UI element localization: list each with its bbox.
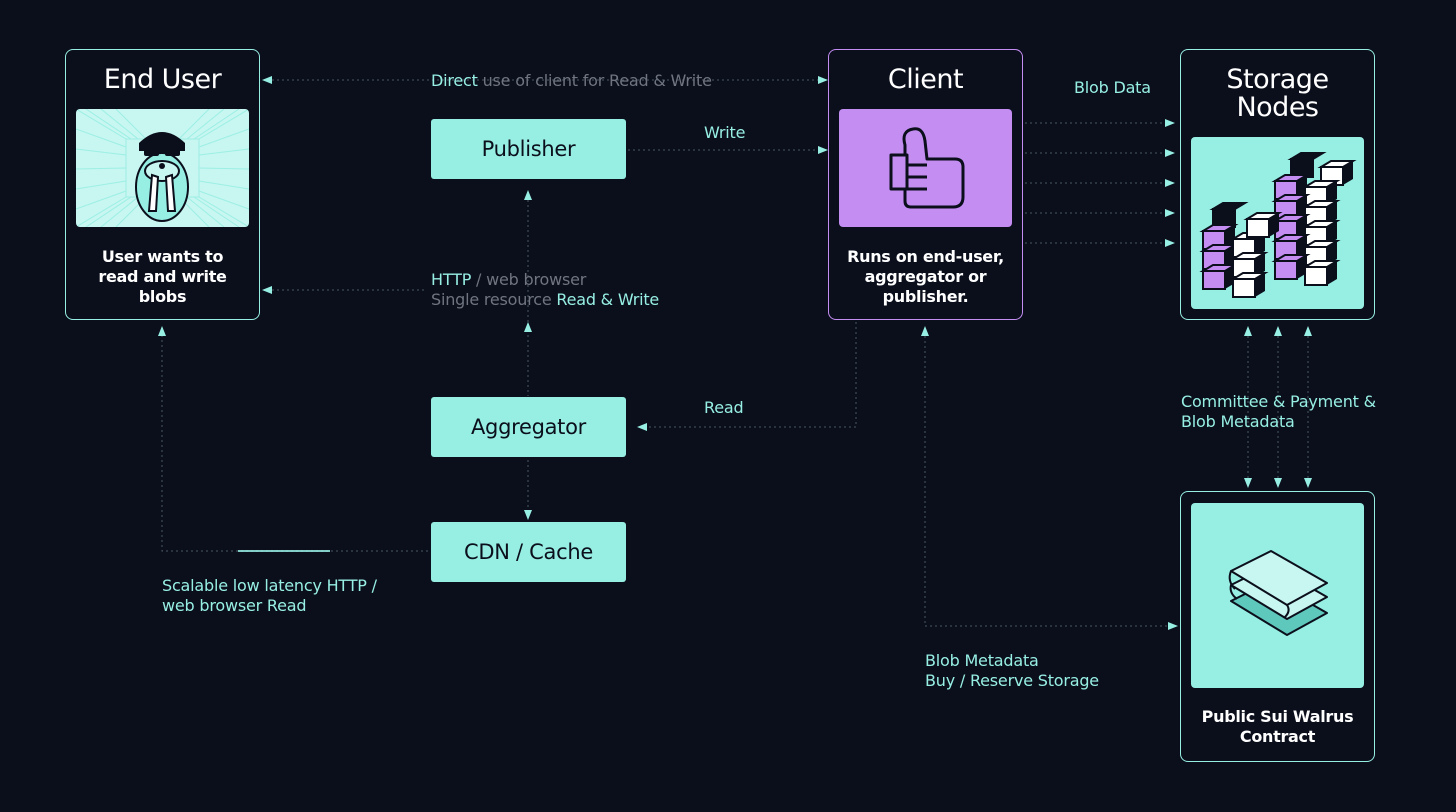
direct-use-label: Direct use of client for Read & Write [431, 71, 712, 91]
scalable-label-line1: Scalable low latency HTTP / [162, 576, 377, 595]
storage-nodes-panel: Storage Nodes [1180, 49, 1375, 320]
http-label: HTTP / web browser [431, 270, 586, 290]
walrus-avatar-icon [76, 109, 249, 227]
end-user-panel: End User User wants to read and write [65, 49, 260, 320]
committee-label-line2: Blob Metadata [1181, 412, 1295, 431]
stacked-cubes-icon [1191, 137, 1364, 309]
scalable-label-line2: web browser Read [162, 596, 307, 615]
single-resource-word: Single resource [431, 290, 557, 309]
direct-word: Direct [431, 71, 478, 90]
blob-metadata-label-line1: Blob Metadata [925, 651, 1039, 670]
client-panel: Client Runs on end-user, aggregator or p… [828, 49, 1023, 320]
single-resource-label: Single resource Read & Write [431, 290, 659, 310]
blob-metadata-label-line2: Buy / Reserve Storage [925, 671, 1099, 690]
write-label: Write [704, 123, 746, 142]
read-label: Read [704, 398, 744, 417]
publisher-node: Publisher [431, 119, 626, 179]
read-write-word: Read & Write [556, 290, 660, 309]
client-title: Client [887, 64, 964, 95]
cdn-cache-node: CDN / Cache [431, 522, 626, 582]
blob-data-label: Blob Data [1074, 78, 1151, 97]
client-caption: Runs on end-user, aggregator or publishe… [847, 247, 1004, 306]
direct-rest: use of client for Read & Write [477, 71, 712, 90]
http-rest: / web browser [471, 270, 587, 289]
end-user-caption: User wants to read and write blobs [98, 247, 227, 306]
stacked-sheets-icon [1191, 503, 1364, 688]
storage-nodes-title: Storage Nodes [1226, 64, 1329, 123]
committee-label-line1: Committee & Payment & [1181, 392, 1376, 411]
end-user-title: End User [103, 64, 222, 95]
http-word: HTTP [431, 270, 472, 289]
contract-panel: Public Sui Walrus Contract [1180, 491, 1375, 762]
aggregator-node: Aggregator [431, 397, 626, 457]
contract-caption: Public Sui Walrus Contract [1201, 707, 1354, 746]
thumbs-up-icon [839, 109, 1012, 227]
